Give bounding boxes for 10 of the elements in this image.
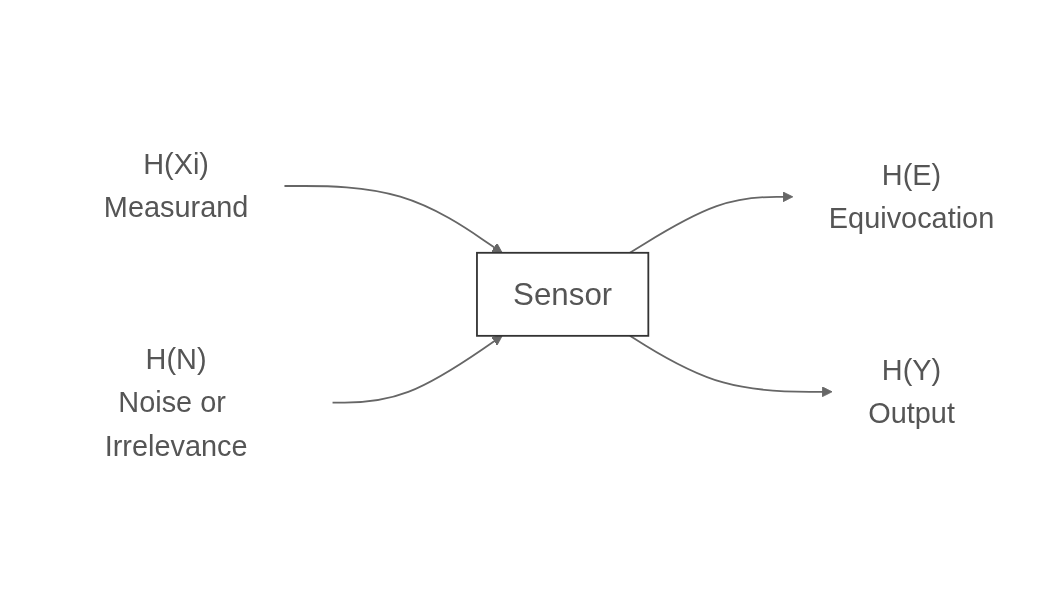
arrow (283, 184, 503, 254)
node-box (476, 251, 650, 337)
node-text: H(E) Equivocation (828, 158, 995, 234)
diagram: Sensor H(Xi) Measurand H(N) Noise or Irrelevance H(E) Equivocation H(Y) Output (10, 114, 1040, 496)
node-text: H(Y) Output (868, 353, 955, 429)
arrow (331, 335, 503, 404)
node-text: H(N) Noise or Irrelevance (104, 342, 248, 462)
arrow (629, 334, 833, 397)
node-text: H(Xi) Measurand (103, 147, 249, 224)
arrow (629, 191, 794, 254)
